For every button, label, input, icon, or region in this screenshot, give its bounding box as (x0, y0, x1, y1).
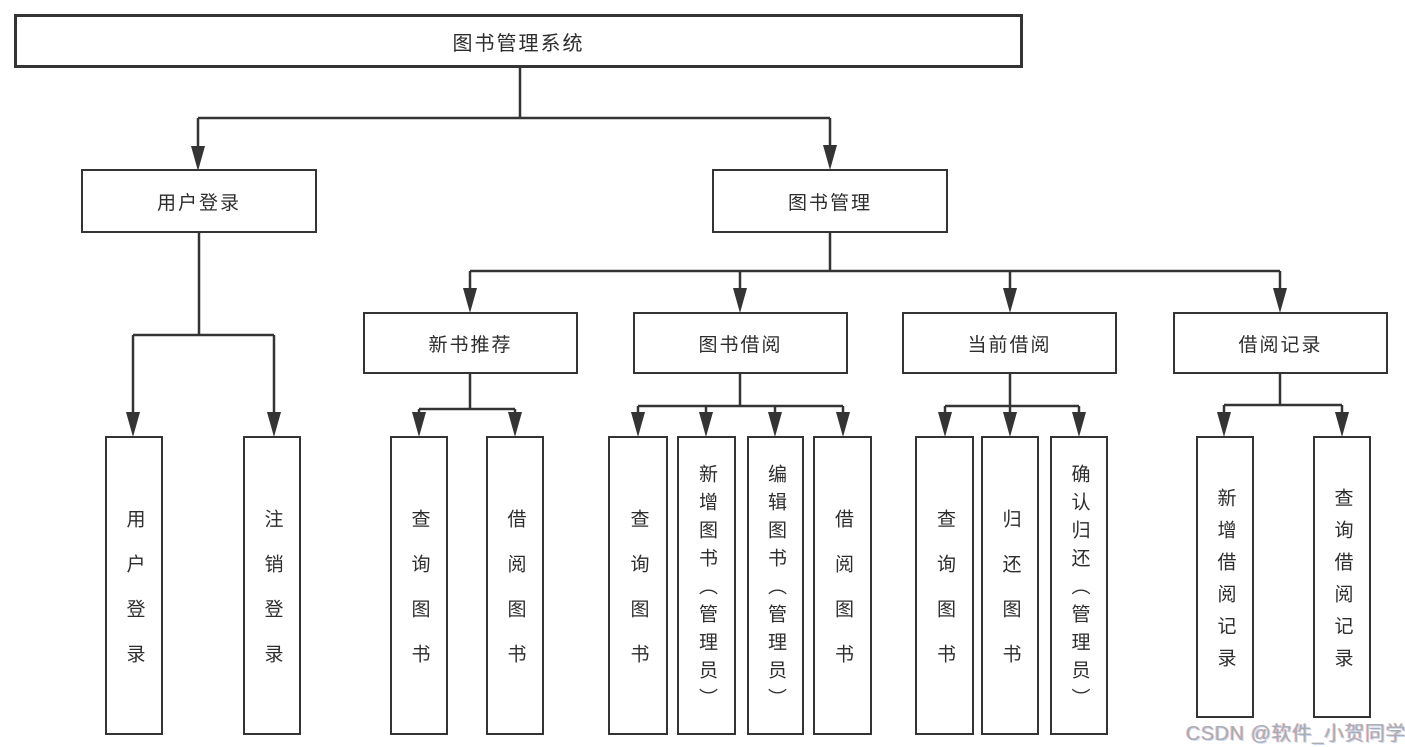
leaf-add-borrow-record-label: 新增借阅记录 (1214, 487, 1236, 680)
leaf-edit-book-admin: 编辑图书（管理员） (747, 436, 804, 735)
leaf-query-borrow-record: 查询借阅记录 (1313, 436, 1371, 718)
leaf-add-book-admin-label: 新增图书（管理员） (696, 464, 717, 716)
node-current-borrowing: 当前借阅 (902, 312, 1117, 374)
watermark: CSDN @软件_小贺同学 (1186, 723, 1405, 745)
leaf-query-books-current: 查询图书 (915, 436, 974, 735)
leaf-query-books-recommend-label: 查询图书 (408, 508, 430, 689)
leaf-add-borrow-record: 新增借阅记录 (1196, 436, 1254, 718)
connector-recommend-children (417, 372, 517, 416)
leaf-confirm-return-admin-label: 确认归还（管理员） (1068, 464, 1090, 716)
connector-book-management-children (468, 231, 1282, 292)
leaf-query-books-current-label: 查询图书 (934, 508, 955, 689)
connector-borrowing-children (636, 372, 845, 416)
leaf-borrow-books-borrowing-label: 借阅图书 (832, 508, 853, 689)
node-book-management-label: 图书管理 (787, 192, 872, 214)
node-book-borrowing-label: 图书借阅 (698, 334, 783, 356)
leaf-borrow-books-recommend-label: 借阅图书 (504, 508, 526, 689)
connector-records-children (1222, 372, 1344, 416)
connector-root-to-level2 (196, 66, 832, 150)
arrowheads (126, 145, 1349, 437)
node-book-borrowing: 图书借阅 (633, 312, 848, 374)
leaf-logout-label: 注销登录 (261, 508, 283, 689)
leaf-user-login-label: 用户登录 (123, 508, 145, 689)
connector-user-login-children (131, 231, 276, 416)
leaf-query-books-recommend: 查询图书 (390, 436, 448, 735)
leaf-return-book: 归还图书 (981, 436, 1039, 735)
node-new-book-recommendation-label: 新书推荐 (428, 334, 513, 356)
node-borrowing-records: 借阅记录 (1173, 312, 1388, 374)
leaf-borrow-books-recommend: 借阅图书 (486, 436, 544, 735)
leaf-logout: 注销登录 (243, 436, 301, 735)
leaf-return-book-label: 归还图书 (999, 508, 1021, 689)
node-user-login-label: 用户登录 (156, 192, 241, 214)
leaf-add-book-admin: 新增图书（管理员） (677, 436, 736, 735)
node-borrowing-records-label: 借阅记录 (1238, 334, 1323, 356)
leaf-query-books-borrowing: 查询图书 (608, 436, 668, 735)
leaf-user-login: 用户登录 (105, 436, 163, 735)
node-new-book-recommendation: 新书推荐 (363, 312, 578, 374)
connector-current-children (943, 372, 1081, 416)
node-library-system: 图书管理系统 (14, 14, 1023, 68)
leaf-query-books-borrowing-label: 查询图书 (627, 508, 649, 689)
leaf-query-borrow-record-label: 查询借阅记录 (1331, 487, 1353, 680)
node-current-borrowing-label: 当前借阅 (967, 334, 1052, 356)
leaf-borrow-books-borrowing: 借阅图书 (813, 436, 872, 735)
leaf-confirm-return-admin: 确认归还（管理员） (1050, 436, 1108, 735)
node-book-management: 图书管理 (712, 169, 948, 233)
node-library-system-label: 图书管理系统 (452, 32, 585, 55)
leaf-edit-book-admin-label: 编辑图书（管理员） (765, 464, 786, 716)
node-user-login: 用户登录 (81, 169, 317, 233)
